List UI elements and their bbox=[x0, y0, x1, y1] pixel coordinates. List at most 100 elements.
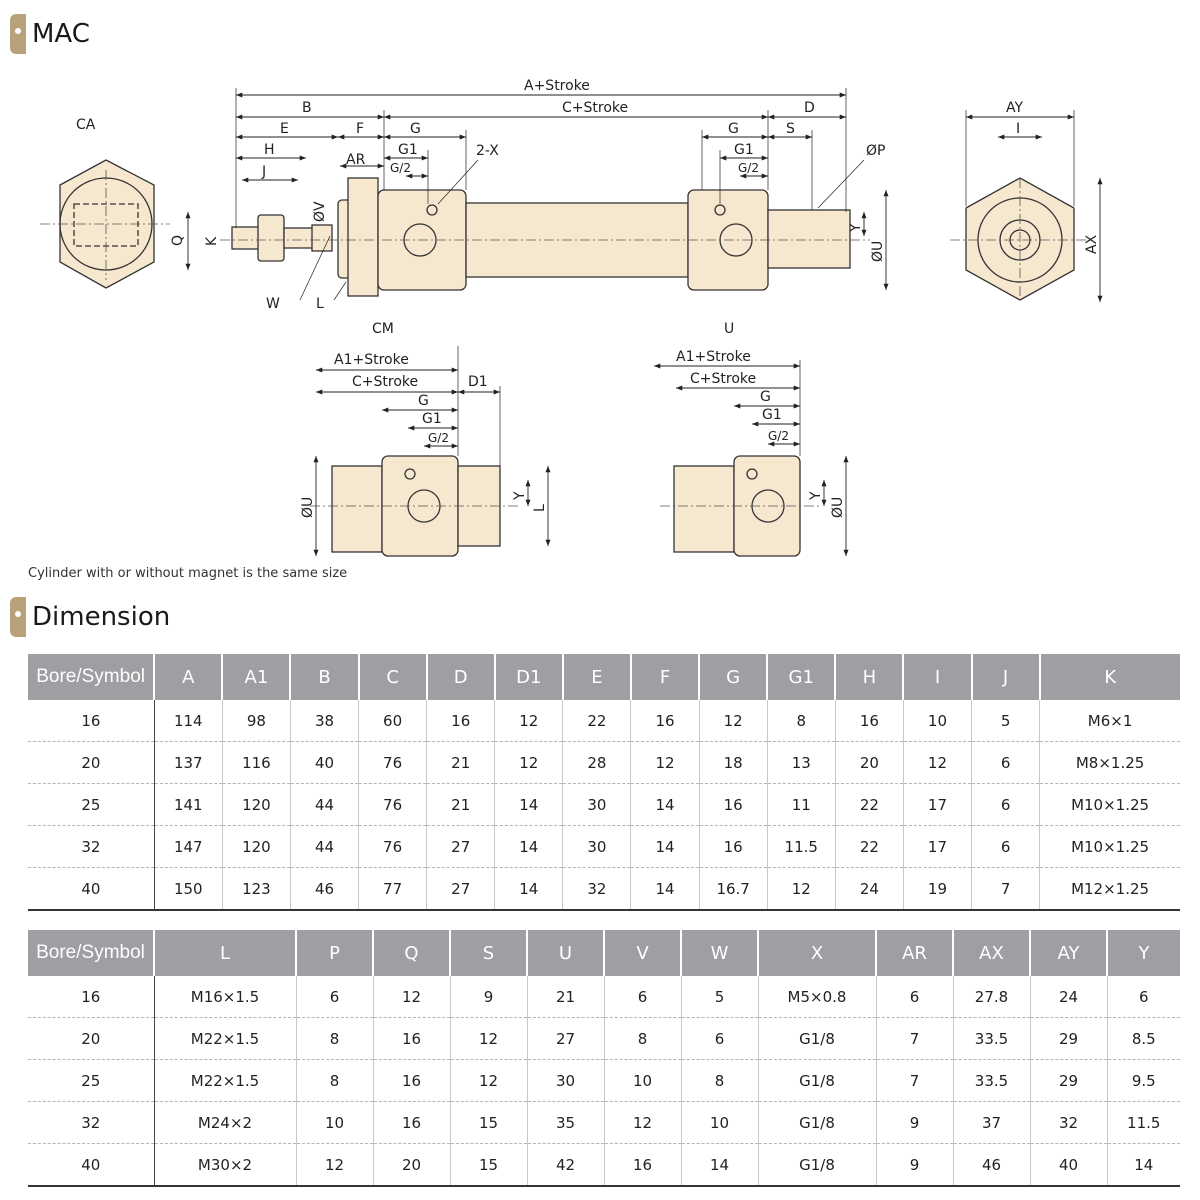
u-barrel bbox=[673, 465, 735, 553]
table-cell: 114 bbox=[154, 700, 223, 742]
table-cell: 19 bbox=[903, 867, 973, 911]
table-cell: 8.5 bbox=[1107, 1017, 1180, 1060]
table-cell: 8 bbox=[296, 1059, 374, 1102]
label-i: I bbox=[1016, 121, 1020, 137]
label-u-c-stroke: C+Stroke bbox=[690, 371, 756, 387]
table-cell: 16 bbox=[373, 1101, 451, 1144]
table-cell: 10 bbox=[296, 1101, 374, 1144]
table-cell: 14 bbox=[494, 783, 564, 826]
bore-cell: 25 bbox=[28, 783, 155, 826]
table-cell: 30 bbox=[527, 1059, 605, 1102]
table-cell: 27 bbox=[527, 1017, 605, 1060]
table-cell: 21 bbox=[426, 741, 496, 784]
column-header: AR bbox=[876, 930, 954, 976]
table-cell: 9 bbox=[876, 1101, 954, 1144]
column-header: A1 bbox=[222, 654, 292, 700]
table-cell: 16 bbox=[630, 700, 700, 742]
table-cell: 14 bbox=[681, 1143, 759, 1187]
table-cell: 15 bbox=[450, 1143, 528, 1187]
table-cell: 42 bbox=[527, 1143, 605, 1187]
table-cell: 32 bbox=[562, 867, 632, 911]
table-cell: 21 bbox=[426, 783, 496, 826]
column-header: B bbox=[290, 654, 360, 700]
table-cell: 8 bbox=[681, 1059, 759, 1102]
label-k: K bbox=[204, 236, 220, 246]
table-cell: 137 bbox=[154, 741, 223, 784]
label-u: U bbox=[724, 321, 734, 337]
label-cm-d1: D1 bbox=[468, 374, 488, 390]
table-cell: 24 bbox=[835, 867, 904, 911]
label-ax: AX bbox=[1084, 234, 1100, 254]
label-cm-l: L bbox=[532, 504, 548, 512]
bore-cell: 32 bbox=[28, 825, 155, 868]
table-cell: 6 bbox=[296, 976, 374, 1018]
column-header: E bbox=[562, 654, 632, 700]
column-header: AY bbox=[1030, 930, 1108, 976]
table-cell: 123 bbox=[222, 867, 291, 911]
table-cell: 8 bbox=[604, 1017, 682, 1060]
table-cell: 16 bbox=[373, 1059, 451, 1102]
column-header: V bbox=[604, 930, 682, 976]
table-cell: 6 bbox=[971, 741, 1041, 784]
table-cell: 7 bbox=[971, 867, 1041, 911]
column-header: A bbox=[154, 654, 224, 700]
label-cm-c-stroke: C+Stroke bbox=[352, 374, 418, 390]
table-cell: 7 bbox=[876, 1017, 954, 1060]
table-cell: 16 bbox=[373, 1017, 451, 1060]
table-cell: 38 bbox=[290, 700, 360, 742]
label-u-main: ØU bbox=[870, 241, 886, 262]
column-header: G1 bbox=[767, 654, 837, 700]
section-badge-icon bbox=[10, 14, 26, 54]
table-cell: 76 bbox=[358, 825, 428, 868]
bore-cell: 40 bbox=[28, 867, 155, 911]
table-cell: 29 bbox=[1030, 1059, 1108, 1102]
front-port-small bbox=[426, 204, 438, 216]
table-cell: 11 bbox=[767, 783, 836, 826]
table-cell: 14 bbox=[494, 867, 564, 911]
table-cell: M22×1.5 bbox=[154, 1059, 297, 1102]
table-cell: 7 bbox=[876, 1059, 954, 1102]
label-u-g1: G1 bbox=[762, 407, 782, 423]
table-cell: 14 bbox=[630, 825, 700, 868]
u-port-small bbox=[746, 468, 758, 480]
label-c-stroke: C+Stroke bbox=[562, 100, 628, 116]
bore-cell: 25 bbox=[28, 1059, 155, 1102]
table-cell: 12 bbox=[767, 867, 836, 911]
column-header: L bbox=[154, 930, 297, 976]
table-cell: 40 bbox=[290, 741, 360, 784]
label-u-u: ØU bbox=[830, 497, 846, 518]
table-cell: M30×2 bbox=[154, 1143, 297, 1187]
table-cell: 28 bbox=[562, 741, 632, 784]
label-cm: CM bbox=[372, 321, 394, 337]
table-cell: 22 bbox=[562, 700, 632, 742]
column-header: S bbox=[450, 930, 528, 976]
label-u-y: Y bbox=[808, 491, 824, 501]
bore-cell: 32 bbox=[28, 1101, 155, 1144]
label-cm-y: Y bbox=[512, 491, 528, 501]
label-q: Q bbox=[170, 235, 186, 246]
label-cm-g1: G1 bbox=[422, 411, 442, 427]
table-cell: 5 bbox=[971, 700, 1041, 742]
section-header-dimension: Dimension bbox=[10, 595, 170, 639]
label-p: ØP bbox=[866, 143, 885, 159]
table-cell: 12 bbox=[494, 700, 564, 742]
table-cell: 46 bbox=[290, 867, 360, 911]
table-cell: 8 bbox=[767, 700, 836, 742]
table-cell: 6 bbox=[604, 976, 682, 1018]
table-cell: 16 bbox=[699, 825, 768, 868]
table-cell: M8×1.25 bbox=[1039, 741, 1180, 784]
label-ay: AY bbox=[1006, 100, 1023, 116]
column-header: F bbox=[630, 654, 701, 700]
table-cell: 120 bbox=[222, 783, 291, 826]
table-cell: 27.8 bbox=[953, 976, 1031, 1018]
table-cell: 22 bbox=[835, 825, 904, 868]
table-cell: G1/8 bbox=[758, 1101, 877, 1144]
table-cell: 32 bbox=[1030, 1101, 1108, 1144]
rod-nut bbox=[257, 214, 285, 262]
